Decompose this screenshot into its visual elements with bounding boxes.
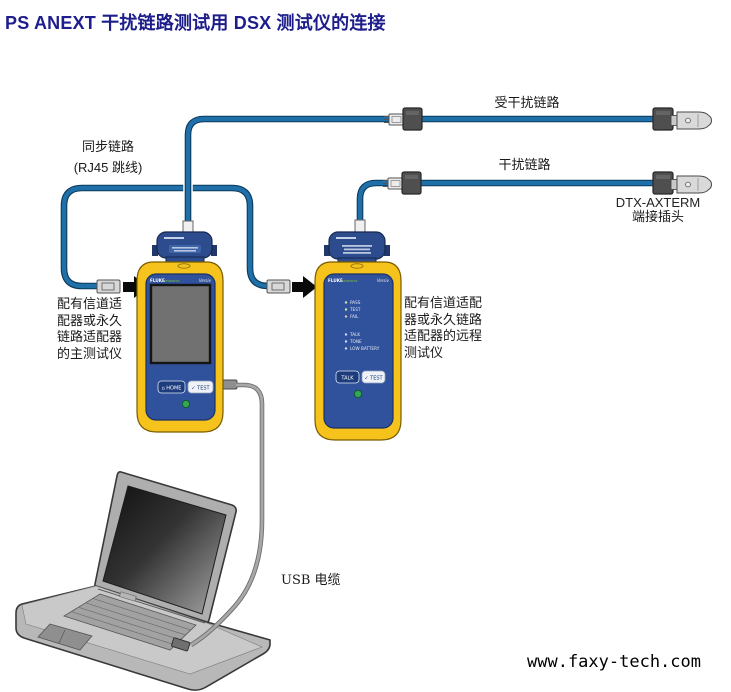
main-tester-series: Versiv (199, 278, 212, 283)
victim-link-label: 受干扰链路 (494, 96, 560, 111)
sync-link-sub-label: (RJ45 跳线) (73, 159, 143, 175)
laptop-touchpad (37, 623, 93, 651)
svg-text:TONE: TONE (349, 339, 362, 344)
svg-text:PASS: PASS (350, 300, 361, 305)
remote-tester-talk-label: TALK (340, 376, 354, 382)
svg-text:TALK: TALK (349, 332, 360, 337)
usb-plug-laptop (171, 637, 191, 652)
sync-link-label: 同步链路 (RJ45 跳线) (48, 140, 168, 176)
remote-tester-test-button (361, 370, 386, 384)
sync-link-cable (60, 184, 272, 290)
remote-tester-adapter (324, 231, 390, 265)
main-tester-brand: FLUKE (150, 278, 165, 283)
victim-link-dtx-axterm-plug (652, 107, 713, 131)
svg-text:TEST: TEST (349, 307, 361, 312)
remote-tester-test-label: ✓ TEST (364, 376, 383, 382)
main-tester-screen (149, 283, 212, 365)
watermark: www.faxy-tech.com (527, 652, 701, 672)
remote-tester: FLUKE networks Versiv PASS TEST FAIL TAL… (314, 219, 402, 441)
victim-link-cable (183, 114, 657, 225)
dtx-axterm-label: DTX-AXTERM 端接插头 (593, 195, 723, 227)
main-tester-brand-suffix: networks (163, 279, 180, 283)
remote-tester-brand-suffix: networks (341, 279, 358, 283)
remote-tester-label: 配有信道适配 器或永久链路 适配器的远程 测试仪 (404, 296, 483, 361)
svg-text:FAIL: FAIL (350, 314, 359, 319)
remote-tester-face (323, 273, 394, 429)
remote-tester-talk-button (335, 370, 360, 384)
dtx-axterm-desc: 端接插头 (631, 210, 684, 225)
main-tester-home-label: ⌂ HOME (162, 386, 182, 392)
laptop-screen (102, 485, 227, 615)
remote-tester-led-labels: PASS TEST FAIL TALK TONE LOW BATTERY (344, 300, 380, 351)
arrow-into-remote-tester (292, 276, 317, 298)
victim-link-junction-connector (383, 107, 423, 131)
interference-link-junction-connector (382, 171, 422, 195)
remote-tester-series: Versiv (377, 278, 390, 283)
usb-plug-tester (222, 379, 238, 390)
interference-link-label: 干扰链路 (498, 158, 551, 173)
main-tester-label: 配有信道适 配器或永久 链路适配器 的主测试仪 (57, 297, 123, 362)
page-title: PS ANEXT 干扰链路测试用 DSX 测试仪的连接 (5, 13, 386, 33)
svg-text:LOW BATTERY: LOW BATTERY (350, 346, 380, 351)
remote-tester-brand: FLUKE (328, 278, 343, 283)
usb-cable-label: USB 电缆 (281, 573, 341, 588)
main-tester-test-button (187, 380, 214, 394)
sync-rj45-connector-right (266, 279, 291, 294)
interference-link-cable (356, 179, 657, 224)
main-tester-test-label: ✓ TEST (191, 386, 210, 392)
main-tester: FLUKE networks Versiv ⌂ HOME ✓ TEST (136, 220, 224, 433)
interference-link-dtx-axterm-plug (652, 171, 713, 195)
arrow-into-main-tester (123, 276, 148, 298)
main-tester-power-button (181, 399, 191, 409)
laptop (15, 471, 271, 691)
main-tester-home-button (157, 380, 186, 394)
laptop-keyboard (63, 593, 197, 651)
sync-rj45-connector-left (96, 279, 121, 294)
remote-tester-power-button (353, 389, 363, 399)
usb-cable (171, 379, 265, 652)
main-tester-adapter (152, 231, 217, 264)
dtx-axterm-name: DTX-AXTERM (615, 195, 701, 210)
